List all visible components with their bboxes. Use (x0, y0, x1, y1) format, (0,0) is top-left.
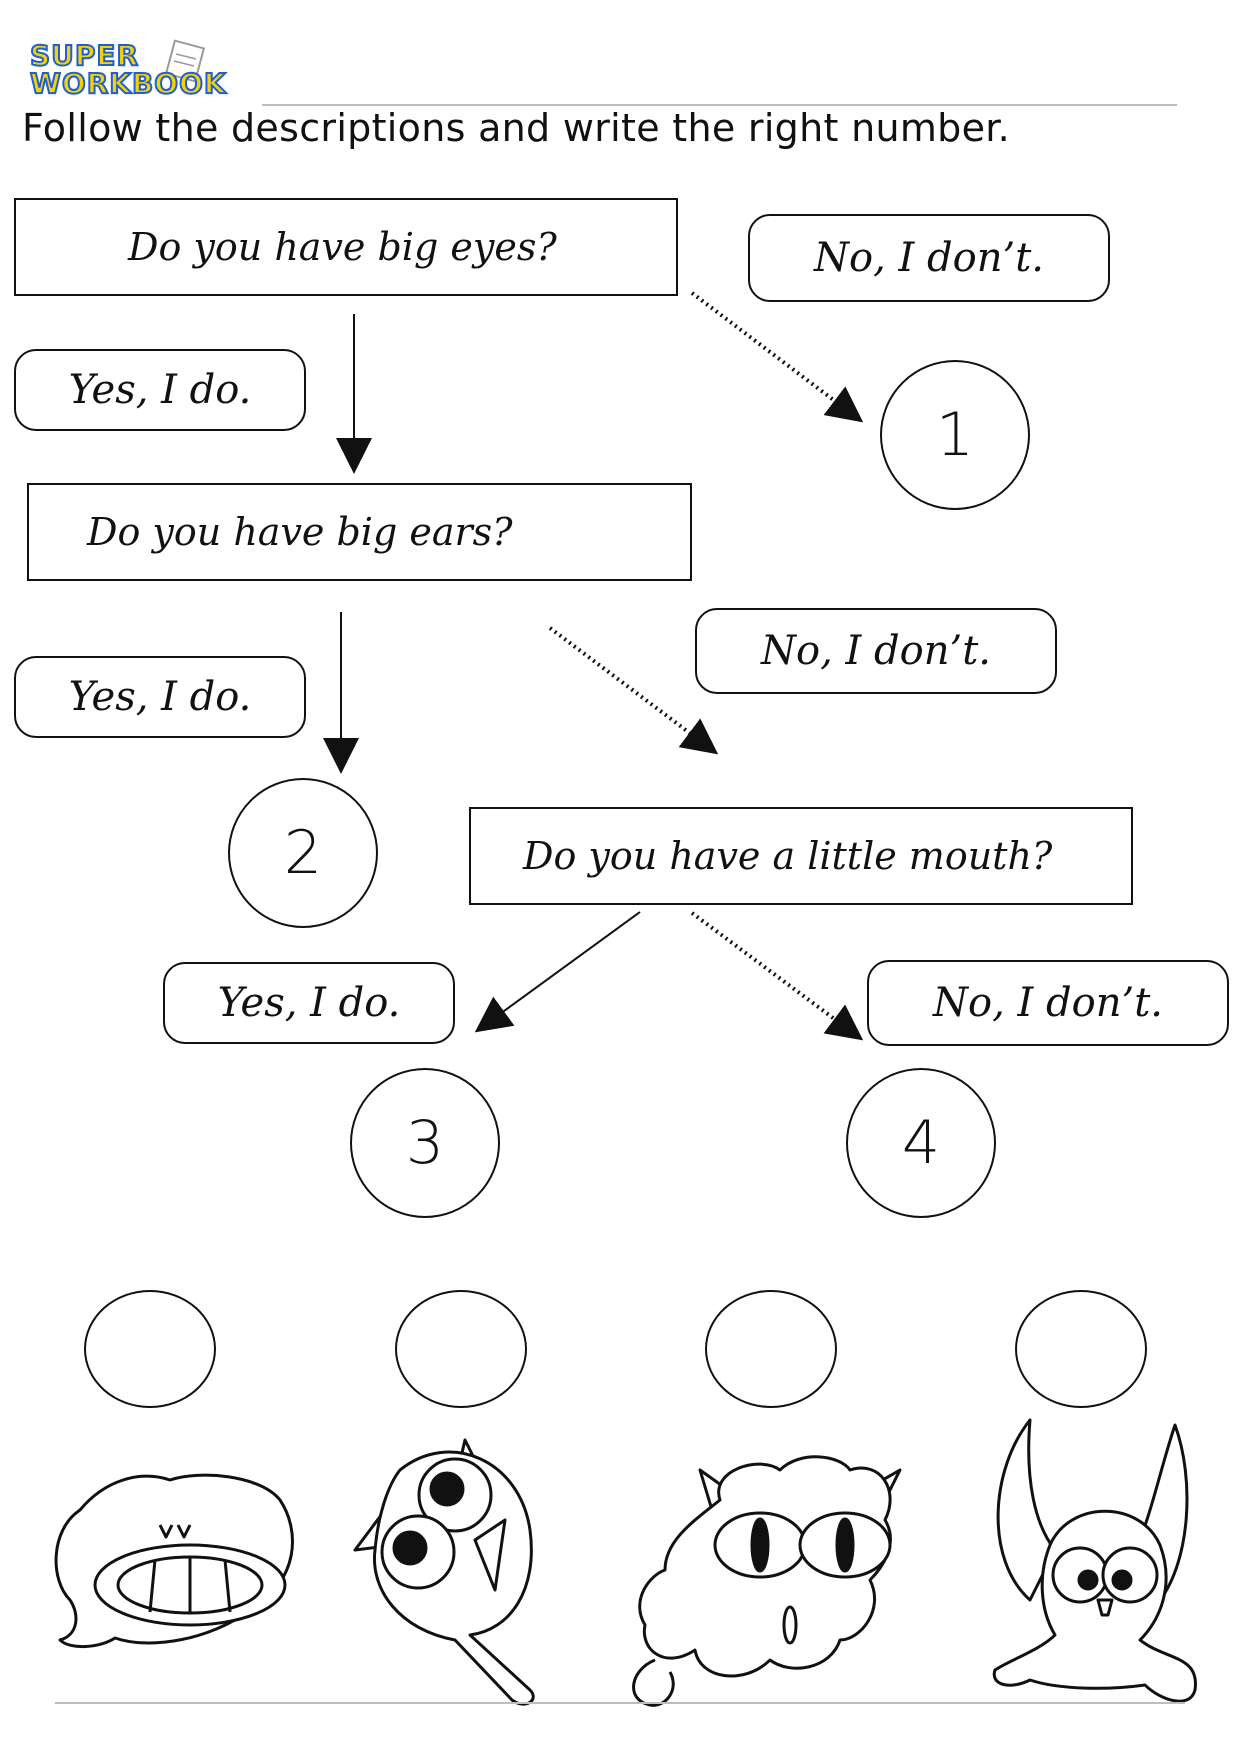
question-text-1: Do you have big eyes? (128, 225, 557, 269)
answer-oval-3[interactable] (705, 1290, 837, 1408)
top-divider (262, 104, 1177, 106)
monster-wide-mouth (54, 1473, 294, 1648)
answer-yes-2: Yes, I do. (14, 656, 306, 738)
number-circle-4: 4 (846, 1068, 996, 1218)
monster-long-ears (992, 1418, 1197, 1703)
arrow-q3-yes (474, 911, 641, 1033)
question-box-1: Do you have big eyes? (14, 198, 678, 296)
answer-yes-1: Yes, I do. (14, 349, 306, 431)
answer-yes-3: Yes, I do. (163, 962, 455, 1044)
number-circle-1: 1 (880, 360, 1030, 510)
monster-fluffy-cat (632, 1455, 902, 1707)
arrow-q1-no (690, 291, 864, 423)
super-workbook-logo: SUPER WORKBOOK (29, 39, 250, 110)
answer-oval-4[interactable] (1015, 1290, 1147, 1408)
arrow-q2-no (548, 626, 719, 755)
answer-oval-1[interactable] (84, 1290, 216, 1408)
logo-line-2: WORKBOOK (29, 67, 227, 100)
answer-no-2: No, I don’t. (695, 608, 1057, 694)
notepad-icon (164, 39, 206, 83)
instruction-text: Follow the descriptions and write the ri… (22, 106, 1011, 150)
question-box-3: Do you have a little mouth? (469, 807, 1133, 905)
number-circle-3: 3 (350, 1068, 500, 1218)
number-circle-2: 2 (228, 778, 378, 928)
question-box-2: Do you have big ears? (27, 483, 692, 581)
arrow-q3-no (690, 911, 864, 1041)
question-text-2: Do you have big ears? (87, 510, 513, 554)
question-text-3: Do you have a little mouth? (523, 834, 1053, 878)
logo-line-1: SUPER (29, 39, 140, 72)
answer-no-1: No, I don’t. (748, 214, 1110, 302)
answer-oval-2[interactable] (395, 1290, 527, 1408)
monster-round-big-eyes (353, 1438, 535, 1706)
bottom-divider (55, 1702, 1185, 1704)
answer-no-3: No, I don’t. (867, 960, 1229, 1046)
